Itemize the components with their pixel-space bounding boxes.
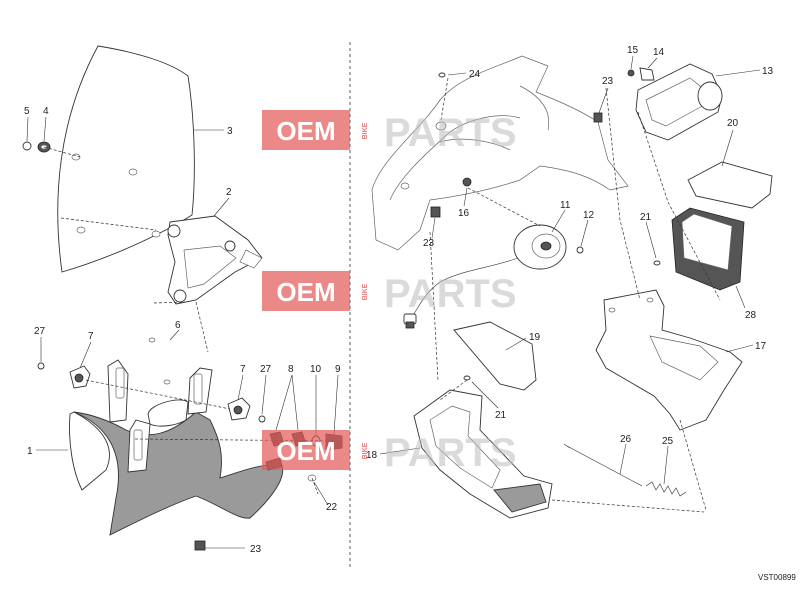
callout-7a: 7: [88, 331, 94, 342]
callout-13: 13: [762, 66, 774, 77]
callout-20: 20: [727, 118, 739, 129]
bulb-socket: [639, 67, 655, 81]
washer: [22, 141, 32, 151]
windscreen: [57, 45, 195, 273]
drawing-code: VST00899: [758, 573, 796, 582]
callout-16: 16: [458, 208, 470, 219]
svg-text:OEM: OEM: [276, 436, 335, 466]
callout-2: 2: [226, 187, 232, 198]
callout-27b: 27: [260, 364, 272, 375]
callout-18: 18: [366, 450, 378, 461]
callout-6: 6: [175, 320, 181, 331]
callout-14: 14: [653, 47, 665, 58]
callout-1: 1: [27, 446, 33, 457]
svg-text:OEM: OEM: [276, 277, 335, 307]
watermark: OEM BIKE PARTS: [262, 110, 517, 155]
callout-22: 22: [326, 502, 338, 513]
svg-text:BIKE: BIKE: [362, 283, 369, 300]
trim-cover: [453, 321, 537, 391]
windscreen-bracket: [167, 215, 263, 305]
instrument-panel: [635, 63, 723, 141]
callout-27a: 27: [34, 326, 46, 337]
headlight-support-frame: [371, 55, 629, 251]
callout-21a: 21: [640, 212, 652, 223]
adjuster-knob: [69, 365, 91, 389]
nut: [37, 362, 45, 370]
callout-8: 8: [288, 364, 294, 375]
nut: [462, 177, 472, 187]
front-fairing: [69, 359, 284, 536]
callout-23a: 23: [250, 544, 262, 555]
leader-lines-left: [26, 116, 339, 549]
svg-text:PARTS: PARTS: [384, 431, 517, 475]
callout-labels: 1 2 3 4 5 6 7 7 27 27 8 10 9 22 23 24 23…: [24, 45, 796, 582]
callout-19: 19: [529, 332, 541, 343]
compartment-cover: [687, 161, 773, 209]
clip-nut: [430, 206, 441, 218]
nut: [258, 415, 266, 423]
callout-25: 25: [662, 436, 674, 447]
callout-3: 3: [227, 126, 233, 137]
callout-5: 5: [24, 106, 30, 117]
callout-12: 12: [583, 210, 595, 221]
callout-7b: 7: [240, 364, 246, 375]
svg-text:BIKE: BIKE: [362, 122, 369, 139]
callout-23c: 23: [423, 238, 435, 249]
watermark: OEM BIKE PARTS: [262, 430, 517, 475]
horn: [403, 224, 567, 329]
callout-21b: 21: [495, 410, 507, 421]
svg-text:PARTS: PARTS: [384, 111, 517, 155]
callout-23b: 23: [602, 76, 614, 87]
leader-lines-right: [379, 55, 761, 485]
spring: [645, 481, 687, 497]
callout-10: 10: [310, 364, 322, 375]
storage-compartment: [671, 207, 745, 291]
svg-text:PARTS: PARTS: [384, 272, 517, 316]
svg-text:OEM: OEM: [276, 116, 335, 146]
svg-text:BIKE: BIKE: [362, 442, 369, 459]
callout-17: 17: [755, 341, 767, 352]
clip-nut: [194, 540, 206, 551]
washer: [627, 69, 635, 77]
lower-fairing: [413, 389, 553, 519]
screw: [438, 72, 446, 78]
side-panel: [595, 289, 743, 431]
callout-28: 28: [745, 310, 757, 321]
callout-4: 4: [43, 106, 49, 117]
support-rod: [563, 443, 643, 487]
adjuster-knob: [227, 397, 251, 421]
screw: [463, 375, 471, 381]
callout-26: 26: [620, 434, 632, 445]
callout-9: 9: [335, 364, 341, 375]
callout-24: 24: [469, 69, 481, 80]
screw: [576, 246, 584, 254]
callout-11: 11: [560, 200, 571, 211]
clip-nut: [593, 112, 603, 123]
screw: [653, 260, 661, 266]
watermark: OEM BIKE PARTS: [262, 271, 517, 316]
callout-15: 15: [627, 45, 639, 56]
screw: [148, 337, 171, 385]
